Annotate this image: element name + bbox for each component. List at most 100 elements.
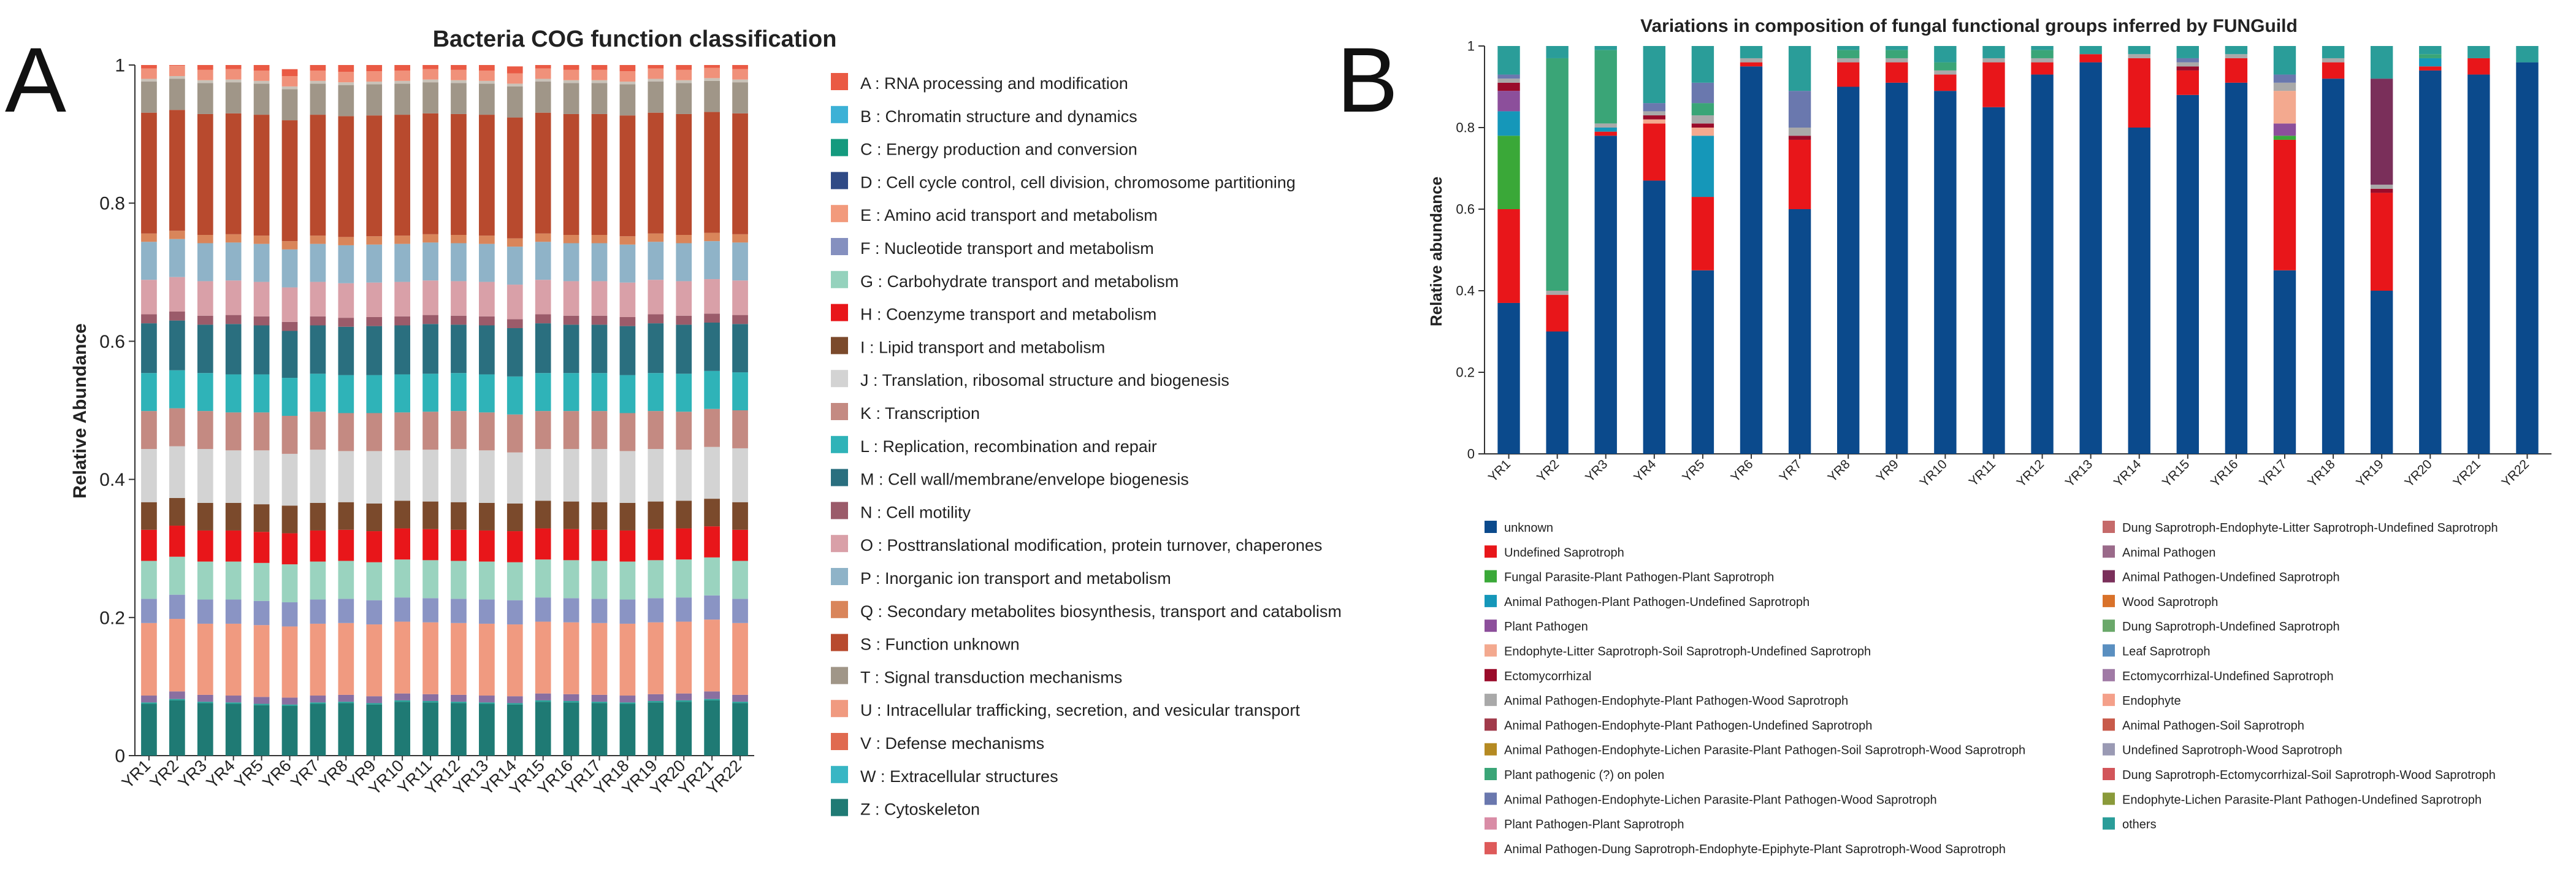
legend-label: I : Lipid transport and metabolism [860,338,1105,356]
bar-segment [366,704,383,756]
bar-segment [1836,50,1860,58]
bar-segment [225,69,242,80]
bar-segment [225,599,242,624]
bar-segment [2273,46,2296,75]
bar-segment [563,501,579,529]
bar-segment [535,700,551,702]
bar-segment [2031,74,2054,454]
legend-swatch [831,502,848,519]
bar-segment [479,71,495,81]
bar-segment [1497,111,1520,136]
bar-segment [2031,58,2054,63]
y-tick-label: 0.6 [99,332,125,352]
x-tick-label: YR3 [175,756,210,792]
bar-segment [169,526,185,557]
bar-segment [1691,128,1714,136]
bar-segment [253,282,270,316]
legend-label: Endophyte [2122,694,2181,708]
legend-swatch [2103,817,2115,830]
bar-segment [169,320,185,370]
bar-segment [2128,46,2150,55]
bar-segment [648,112,664,234]
legend-label: Endophyte-Lichen Parasite-Plant Pathogen… [2122,793,2482,807]
bar-segment [563,598,579,623]
x-tick-label: YR20 [2402,457,2434,489]
bar-segment [281,697,298,705]
bar-segment [394,450,410,501]
bar-segment [2370,188,2393,193]
bar-segment [253,374,270,413]
bar-segment [648,65,664,69]
bar-segment [225,623,242,696]
legend-label: A : RNA processing and modification [860,74,1128,93]
bar-segment [253,83,270,115]
bar-segment [2225,54,2248,58]
bar-segment [619,282,636,317]
bar-segment [169,110,185,231]
bar-segment [197,373,213,412]
bar-segment [648,323,664,374]
bar-segment [225,65,242,69]
bar-segment [253,243,270,282]
bar-segment [506,319,523,329]
bar-segment [704,619,720,692]
bar-segment [2370,193,2393,291]
bar-segment [281,704,298,706]
legend-swatch [831,469,848,486]
bar-segment [2419,58,2442,67]
bar-segment [619,71,636,82]
bar-segment [1836,58,1860,63]
bar-segment [338,82,354,85]
bar-segment [169,277,185,312]
bar-segment [535,65,551,69]
bar-segment [563,373,579,412]
bar-segment [1934,62,1957,71]
bar-segment [535,373,551,412]
bar-segment [394,693,410,700]
bar-segment [591,502,608,530]
bar-segment [479,80,495,84]
bar-segment [676,412,692,450]
legend-label: H : Coenzyme transport and metabolism [860,305,1156,324]
bar-segment [197,65,213,70]
bar-segment [2079,54,2102,63]
legend-swatch [831,105,848,123]
bar-segment [1934,70,1957,75]
bar-segment [535,112,551,234]
legend-label: Animal Pathogen-Plant Pathogen-Undefined… [1504,596,1810,609]
x-tick-label: YR4 [203,756,239,792]
bar-segment [535,79,551,82]
x-tick-label: YR21 [2450,457,2483,489]
bar-segment [2128,54,2150,58]
bar-segment [563,234,579,243]
bar-segment [338,561,354,599]
bar-segment [338,326,354,375]
bar-segment [394,597,410,622]
x-tick-label: YR19 [2353,457,2386,489]
bar-segment [197,561,213,600]
legend-swatch [831,238,848,255]
bar-segment [1886,46,1908,50]
bar-segment [563,83,579,114]
bar-segment [676,65,692,70]
bar-segment [479,530,495,562]
bar-segment [591,702,608,703]
bar-segment [1643,46,1666,104]
bar-segment [197,599,213,624]
bar-segment [535,693,551,700]
bar-segment [253,504,270,532]
bar-segment [197,411,213,450]
x-tick-label: YR9 [1874,457,1901,485]
legend-label: Dung Saprotroph-Endophyte-Litter Saprotr… [2122,521,2498,535]
bar-segment [648,694,664,702]
legend-label: M : Cell wall/membrane/envelope biogenes… [860,470,1189,489]
bar-segment [1934,91,1957,454]
bar-segment [451,529,467,561]
x-tick-label: YR10 [1917,457,1949,489]
legend-swatch [2103,644,2115,657]
x-tick-label: YR15 [2160,457,2192,489]
bar-segment [1594,128,1617,132]
legend-label: E : Amino acid transport and metabolism [860,206,1158,224]
bar-segment [141,449,157,502]
bar-segment [506,238,523,247]
